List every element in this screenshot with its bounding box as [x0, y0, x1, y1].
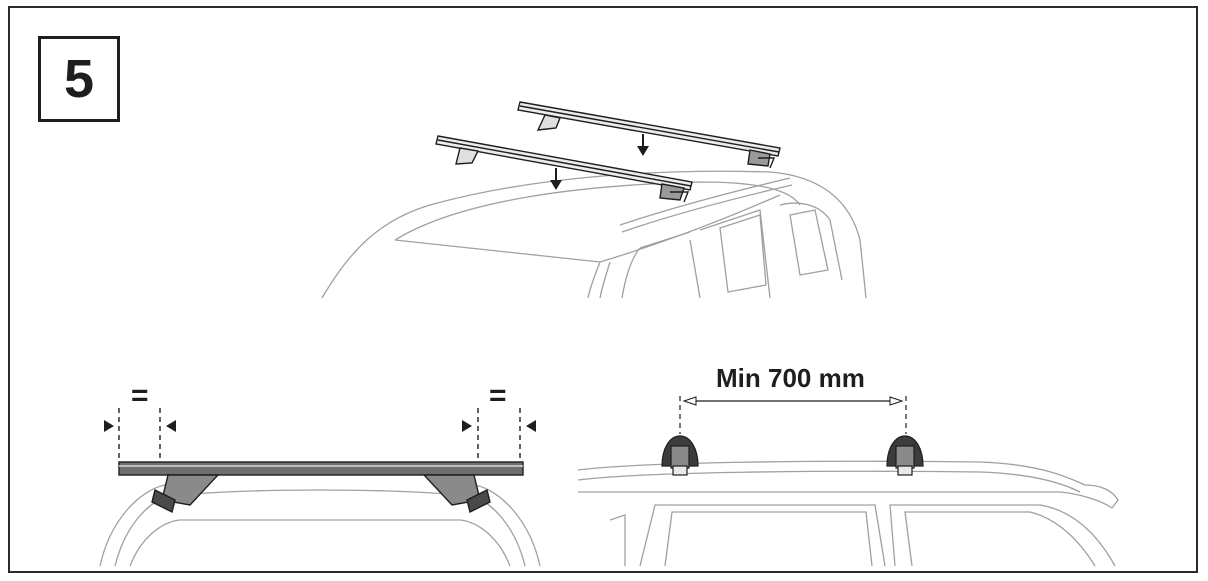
step-number: 5 — [63, 49, 95, 109]
roof-feet — [661, 435, 924, 476]
instruction-frame — [8, 6, 1198, 573]
min-distance-label: Min 700 mm — [716, 363, 865, 393]
equal-overhang-right: = — [489, 379, 507, 412]
step-number-box: 5 — [38, 36, 120, 122]
equal-overhang-left: = — [131, 379, 149, 412]
